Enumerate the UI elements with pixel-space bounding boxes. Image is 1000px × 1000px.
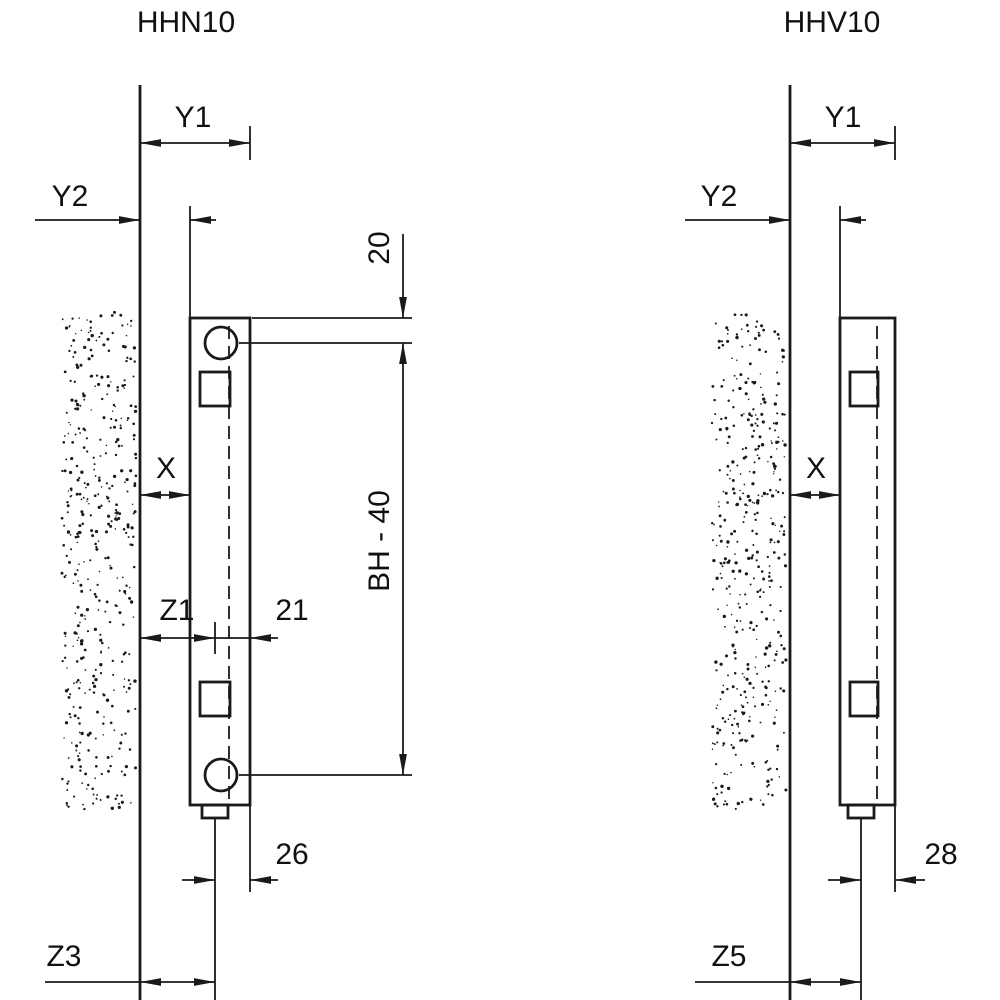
bottom-connection — [203, 757, 239, 793]
dim-label: X — [806, 452, 826, 485]
dim-label: 20 — [363, 231, 396, 264]
foot — [200, 803, 230, 820]
dim-z1: Z1 — [140, 594, 216, 654]
dim-label: BH - 40 — [363, 490, 396, 592]
diagram-title: HHN10 — [137, 6, 235, 39]
dim-z5: Z5 — [695, 940, 861, 986]
diagram-title: HHV10 — [784, 6, 881, 39]
dim-z3: Z3 — [45, 940, 215, 986]
wall-hatching — [710, 313, 788, 810]
dim-label: Z3 — [46, 940, 81, 973]
dim-y2: Y2 — [685, 180, 866, 318]
dim-label: Y1 — [175, 101, 212, 134]
dim-label: Y2 — [52, 180, 89, 213]
dim-label: 28 — [924, 838, 957, 871]
dim-label: Y2 — [701, 180, 738, 213]
dim-bh40: BH - 40 — [239, 343, 412, 776]
radiator-profile — [838, 316, 897, 1000]
dim-x: X — [140, 452, 190, 499]
diagram-hhn10: HHN10 Y1 Y2 20 — [35, 6, 412, 1000]
dim-label: 26 — [275, 838, 308, 871]
dim-28: 28 — [828, 806, 958, 892]
dim-y2: Y2 — [35, 180, 216, 318]
lower-bracket — [198, 680, 232, 718]
upper-bracket — [198, 370, 232, 408]
radiator-profile — [188, 316, 252, 1000]
wall-hatching — [60, 310, 138, 811]
dim-y1: Y1 — [790, 101, 896, 160]
foot — [846, 803, 876, 820]
dim-label: 21 — [275, 594, 308, 627]
dim-26: 26 — [182, 806, 309, 892]
top-connection — [203, 325, 239, 361]
diagram-hhv10: HHV10 Y1 Y2 X — [685, 6, 958, 1000]
dim-label: Z1 — [159, 594, 194, 627]
dim-x: X — [790, 452, 840, 499]
dim-label: Z5 — [711, 940, 746, 973]
lower-bracket — [848, 680, 880, 718]
dim-21: 21 — [215, 594, 309, 642]
dim-label: Y1 — [825, 101, 862, 134]
dim-y1: Y1 — [140, 101, 251, 160]
dim-top-offset: 20 — [239, 231, 412, 344]
dim-label: X — [156, 452, 176, 485]
upper-bracket — [848, 370, 880, 408]
radiator-body — [838, 316, 897, 807]
